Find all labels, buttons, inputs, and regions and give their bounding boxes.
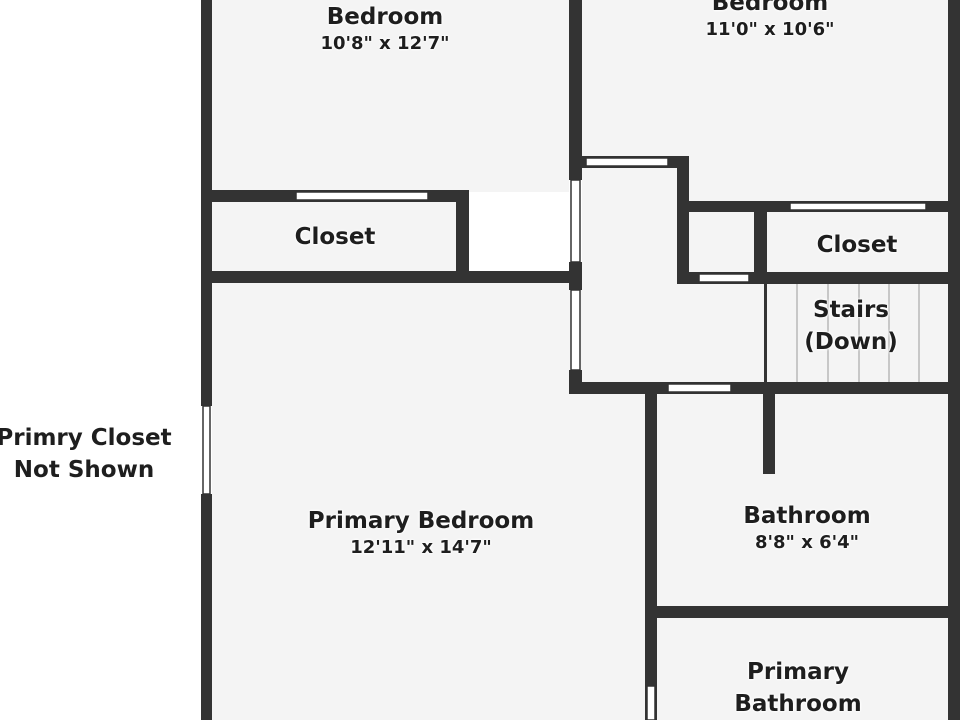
wall-outer-left-lower [201, 494, 212, 720]
floor-closet-right [767, 212, 948, 272]
label-bedroom-left: Bedroom 10'8" x 12'7" [285, 2, 485, 56]
window-primary-bathroom [646, 685, 656, 720]
room-name: Bedroom [711, 0, 829, 16]
window-closet-left [295, 191, 429, 201]
stair-treads [796, 284, 920, 382]
room-dimensions: 10'8" x 12'7" [320, 33, 450, 54]
room-name: Bathroom [743, 503, 871, 529]
wall-hall-right [677, 156, 689, 284]
wall-mid-vertical-upper [569, 0, 582, 180]
wall-primary-bedroom-right [645, 382, 657, 720]
room-name: Closet [816, 232, 898, 258]
window-small-closet [698, 273, 750, 283]
floor-small-closet [688, 212, 754, 272]
label-closet-left: Closet [255, 222, 415, 252]
label-primary-closet-note: Primry Closet Not Shown [0, 422, 174, 485]
wall-closet-left-side [456, 190, 469, 272]
label-primary-bathroom: Primary Bathroom [708, 656, 888, 719]
window-bathroom-top [667, 383, 732, 393]
label-stairs: Stairs (Down) [776, 293, 926, 357]
wall-stairs-left [764, 284, 767, 382]
floor-bathroom [657, 394, 948, 606]
primary-bathroom-line-2: Bathroom [734, 691, 862, 717]
wall-right [948, 0, 960, 720]
room-name: Closet [294, 224, 376, 250]
stairs-line-1: Stairs [813, 297, 889, 323]
label-bedroom-right: Bedroom 11'0" x 10'6" [670, 0, 870, 42]
floor-closet-left [212, 202, 458, 271]
note-line-1: Primry Closet [0, 425, 172, 451]
label-closet-right: Closet [777, 230, 937, 260]
primary-bathroom-line-1: Primary [747, 659, 849, 685]
wall-bathroom-bottom [645, 606, 960, 618]
label-primary-bedroom: Primary Bedroom 12'11" x 14'7" [291, 506, 551, 560]
floor-bedroom-left [212, 0, 569, 192]
wall-closet-divider [754, 201, 767, 284]
floor-primary-bathroom [657, 618, 948, 720]
window-mid-upper [570, 179, 581, 263]
window-hall-top [585, 157, 669, 167]
wall-bathroom-stub [763, 394, 775, 474]
window-mid-lower [570, 289, 581, 371]
room-dimensions: 12'11" x 14'7" [350, 537, 492, 558]
window-primary-bedroom [202, 405, 211, 495]
wall-hall-bottom [569, 382, 960, 394]
window-closet-right [789, 202, 927, 211]
room-dimensions: 8'8" x 6'4" [754, 532, 860, 553]
windows [202, 157, 927, 720]
room-dimensions: 11'0" x 10'6" [705, 19, 835, 40]
label-bathroom: Bathroom 8'8" x 6'4" [717, 501, 897, 555]
room-name: Bedroom [326, 4, 444, 30]
walls [201, 0, 960, 720]
room-name: Primary Bedroom [307, 508, 535, 534]
note-line-2: Not Shown [13, 457, 155, 483]
stairs-line-2: (Down) [804, 329, 898, 355]
wall-closet-left-bottom [201, 271, 582, 283]
wall-outer-left-upper [201, 0, 212, 406]
